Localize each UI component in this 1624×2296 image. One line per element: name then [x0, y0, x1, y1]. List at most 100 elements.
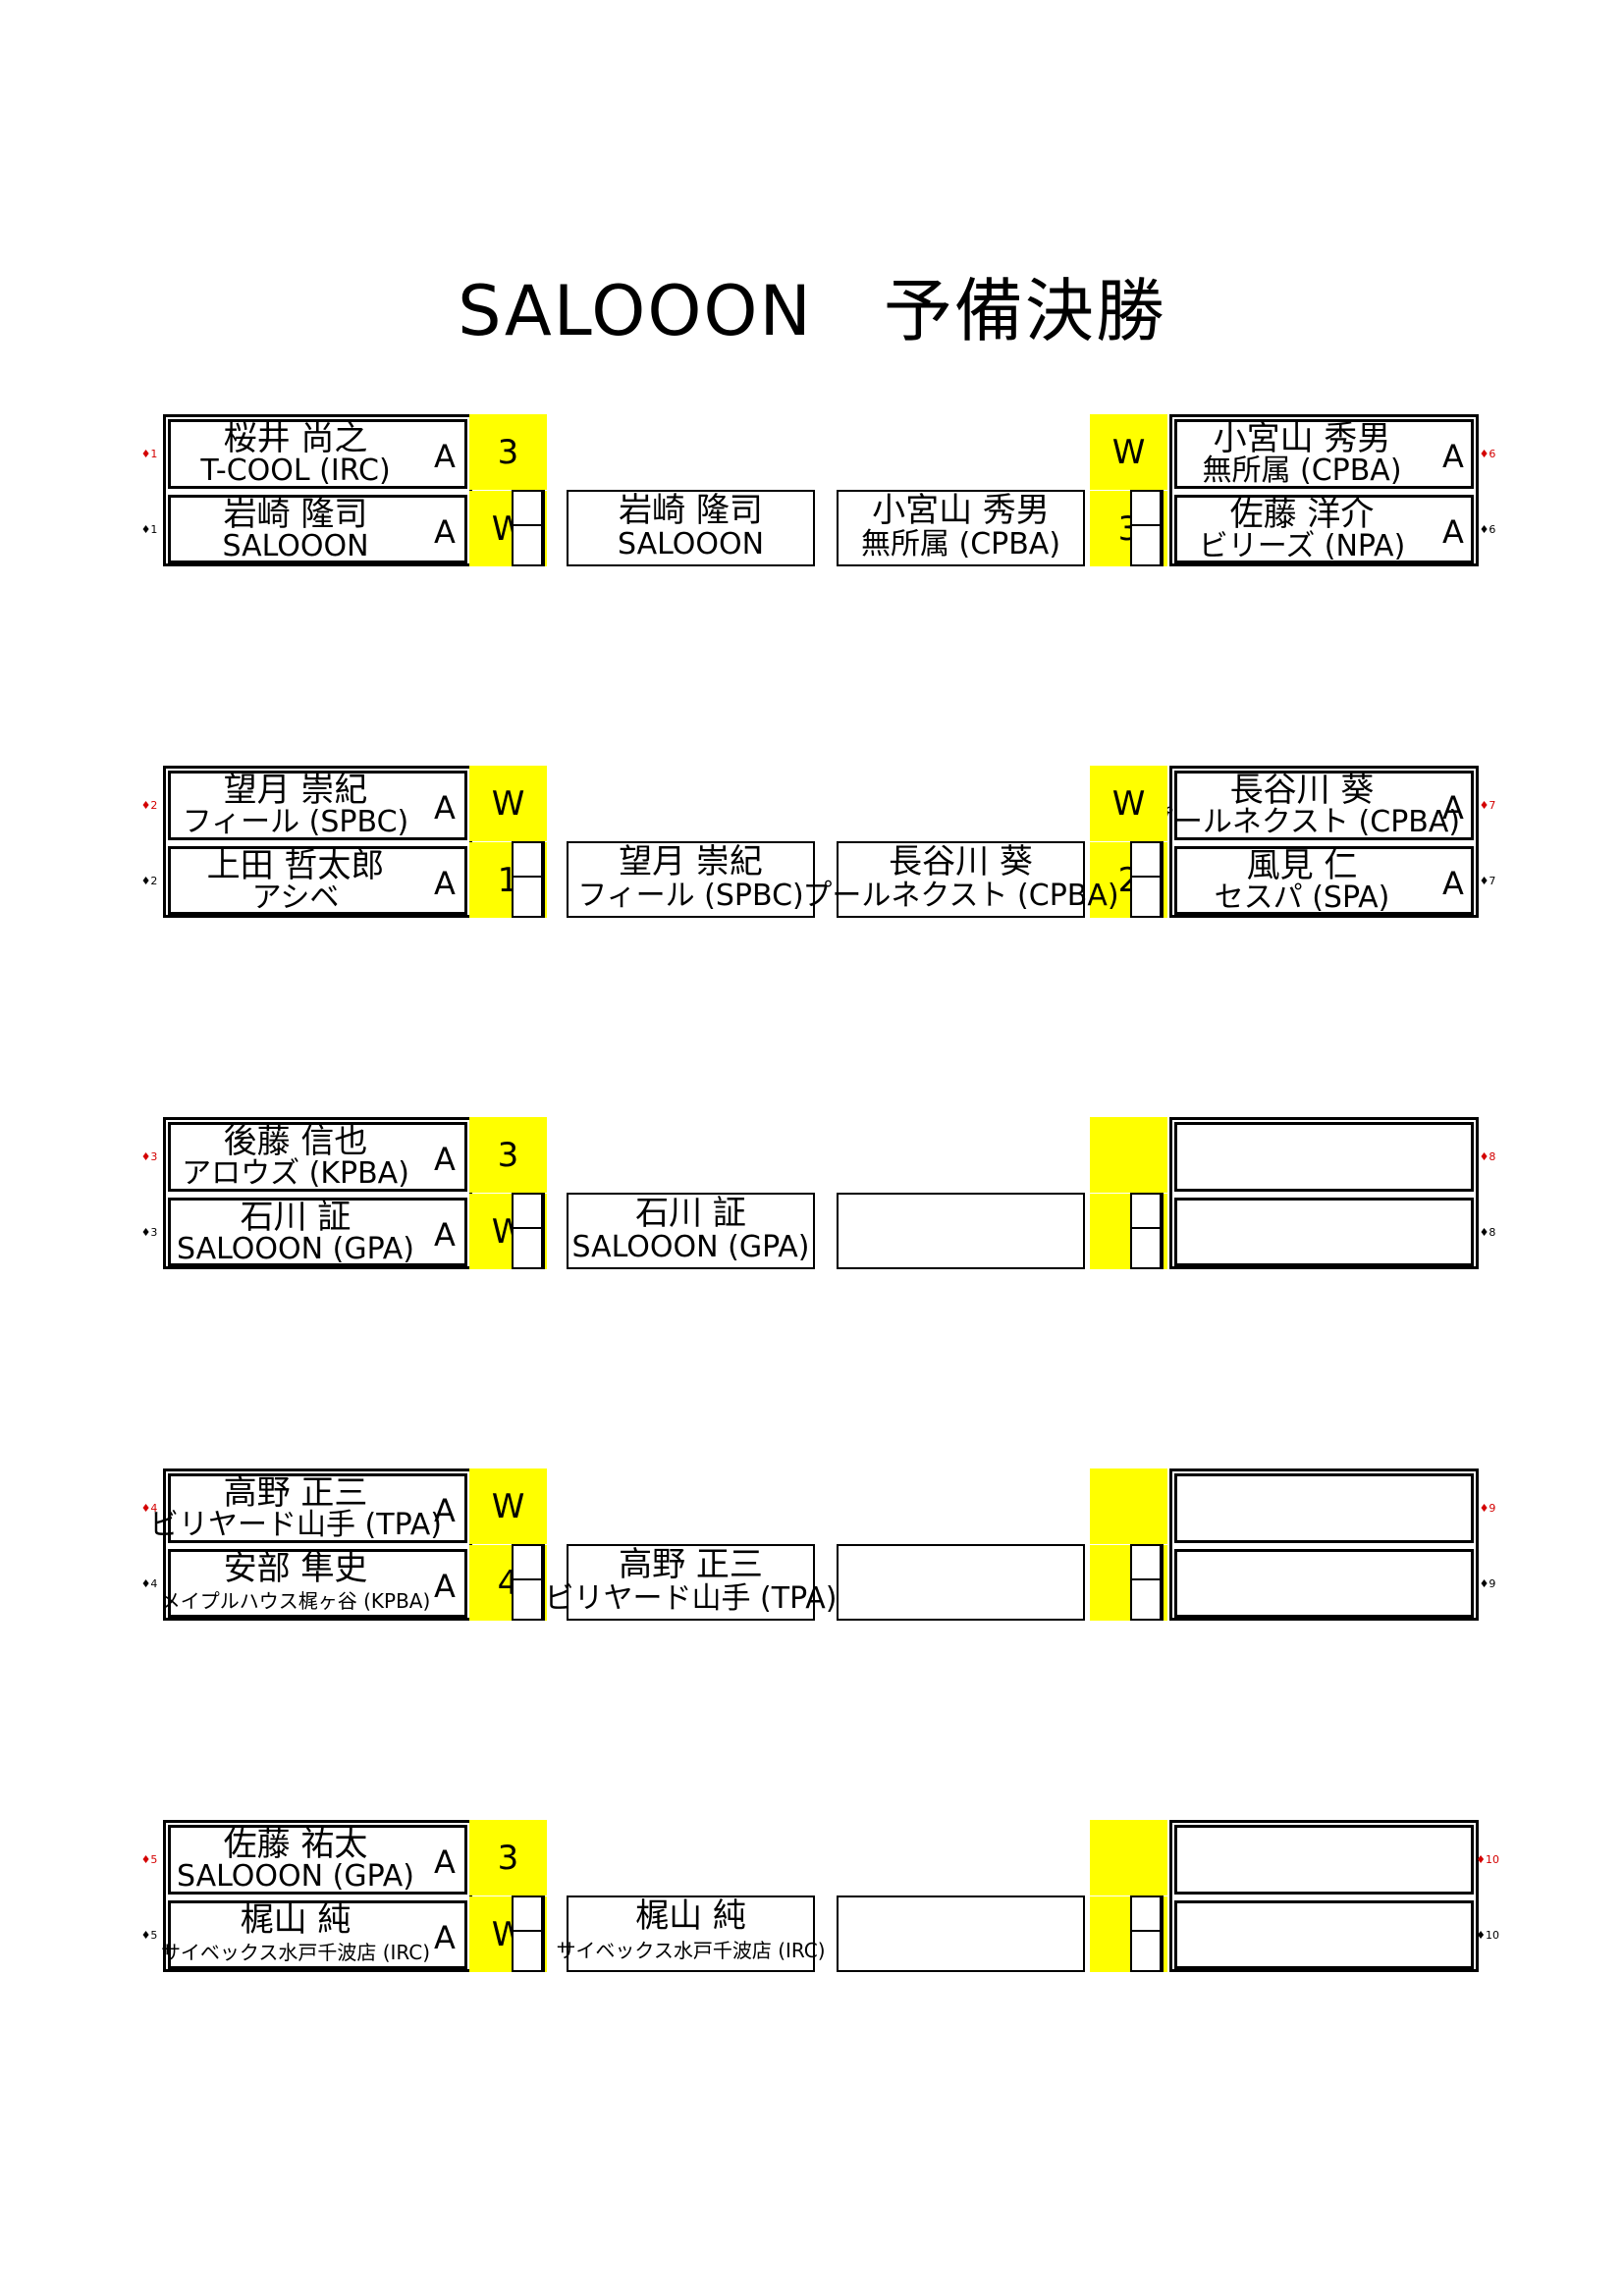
winner-name: 長谷川 葵 — [889, 842, 1033, 881]
bracket-tick — [512, 524, 543, 566]
player-club — [1174, 1586, 1430, 1616]
bracket-connector — [541, 1193, 545, 1269]
seed-mark: ♦5 — [140, 1852, 158, 1866]
bracket-connector — [541, 841, 545, 918]
bracket-tick — [512, 490, 543, 526]
seed-mark: ♦1 — [140, 447, 158, 460]
bracket-tick — [512, 1544, 543, 1580]
bracket-tick — [1130, 1227, 1162, 1269]
left-player-cell[interactable] — [168, 1198, 467, 1266]
left-pair-block-2 — [163, 766, 472, 918]
right-score-box — [1090, 1820, 1167, 1896]
bracket-tick — [1130, 524, 1162, 566]
right-player-cell[interactable] — [1174, 1900, 1474, 1969]
winner-name: 小宮山 秀男 — [872, 491, 1050, 530]
winner-club: 無所属 (CPBA) — [860, 527, 1061, 561]
player-club: サイベックス水戸千波店 (IRC) — [160, 1941, 431, 1964]
winner-name: 岩崎 隆司 — [619, 491, 763, 530]
left-player-cell[interactable] — [168, 846, 467, 915]
seed-mark: ♦6 — [1479, 447, 1496, 460]
right-pair-block-5 — [1169, 1820, 1479, 1972]
player-name: 後藤 信也 — [223, 1122, 368, 1161]
player-club: プールネクスト (CPBA) — [1143, 805, 1461, 839]
seed-mark: ♦8 — [1479, 1225, 1496, 1239]
player-name: 佐藤 洋介 — [1229, 495, 1375, 534]
bracket-tick — [1130, 490, 1162, 526]
winner-club: ビリヤード山手 (TPA) — [544, 1581, 838, 1616]
bracket-connector — [1160, 1193, 1164, 1269]
bracket-connector — [1160, 490, 1164, 566]
right-player-cell[interactable] — [1174, 771, 1474, 840]
left-player-cell[interactable] — [168, 1473, 467, 1543]
player-club — [1174, 1938, 1430, 1967]
bracket-connector — [541, 1896, 545, 1972]
right-player-cell[interactable] — [1174, 495, 1474, 563]
winner-name: 望月 崇紀 — [619, 842, 763, 881]
seed-mark: ♦10 — [1476, 1852, 1499, 1866]
player-club: SALOOON (GPA) — [177, 1232, 414, 1266]
right-player-cell[interactable] — [1174, 419, 1474, 489]
left-player-cell[interactable] — [168, 1549, 467, 1618]
left-score-box: 3 — [469, 1117, 547, 1193]
bracket-tick — [512, 1930, 543, 1972]
seed-mark: ♦1 — [140, 522, 158, 536]
left-player-cell[interactable] — [168, 1122, 467, 1192]
right-pair-block-4 — [1169, 1468, 1479, 1621]
player-grade: A — [434, 1568, 456, 1605]
player-club: ビリーズ (NPA) — [1198, 529, 1406, 563]
left-player-cell[interactable] — [168, 495, 467, 563]
player-grade: A — [434, 1216, 456, 1254]
left-pair-block-1 — [163, 414, 472, 566]
bracket-tick — [1130, 1193, 1162, 1229]
right-pair-block-3 — [1169, 1117, 1479, 1269]
seed-mark: ♦7 — [1479, 874, 1496, 887]
bracket-connector — [1160, 841, 1164, 918]
player-club: アロウズ (KPBA) — [182, 1156, 409, 1191]
player-club — [1174, 1511, 1430, 1540]
player-grade: A — [434, 1919, 456, 1956]
player-name — [1174, 1477, 1430, 1509]
left-player-cell[interactable] — [168, 1825, 467, 1895]
bracket-tick — [1130, 876, 1162, 918]
right-pair-block-2 — [1169, 766, 1479, 918]
bracket-tick — [512, 1193, 543, 1229]
left-player-cell[interactable] — [168, 419, 467, 489]
bracket-connector — [541, 490, 545, 566]
player-name: 高野 正三 — [223, 1473, 368, 1513]
bracket-tick — [1130, 1578, 1162, 1621]
player-name: 上田 哲太郎 — [206, 846, 385, 885]
left-player-cell[interactable] — [168, 771, 467, 840]
bracket-tick — [512, 1578, 543, 1621]
seed-mark: ♦2 — [140, 874, 158, 887]
player-club — [1174, 1235, 1430, 1264]
player-grade: A — [434, 865, 456, 902]
left-winner-box — [567, 1193, 815, 1269]
left-winner-box — [567, 1544, 815, 1621]
player-name: 岩崎 隆司 — [223, 495, 368, 534]
winner-club — [837, 1231, 1085, 1264]
player-grade: A — [434, 513, 456, 551]
right-player-cell[interactable] — [1174, 1473, 1474, 1543]
winner-club — [837, 1934, 1085, 1967]
left-player-cell[interactable] — [168, 1900, 467, 1969]
right-player-cell[interactable] — [1174, 1825, 1474, 1895]
bracket-tick — [512, 876, 543, 918]
bracket-connector — [1160, 1544, 1164, 1621]
player-name — [1174, 1829, 1430, 1860]
winner-name — [837, 1197, 1085, 1230]
player-name — [1174, 1904, 1430, 1936]
left-winner-box — [567, 490, 815, 566]
player-club: SALOOON — [222, 529, 369, 563]
player-club: 無所属 (CPBA) — [1202, 454, 1402, 488]
right-player-cell[interactable] — [1174, 1198, 1474, 1266]
right-player-cell[interactable] — [1174, 1122, 1474, 1192]
right-player-cell[interactable] — [1174, 1549, 1474, 1618]
player-name — [1174, 1126, 1430, 1157]
right-score-box: W — [1090, 766, 1167, 841]
bracket-tick — [1130, 1544, 1162, 1580]
seed-mark: ♦2 — [140, 798, 158, 812]
right-player-cell[interactable] — [1174, 846, 1474, 915]
bracket-tick — [512, 1227, 543, 1269]
page-title: SALOOON 予備決勝 — [458, 271, 1166, 351]
left-pair-block-3 — [163, 1117, 472, 1269]
